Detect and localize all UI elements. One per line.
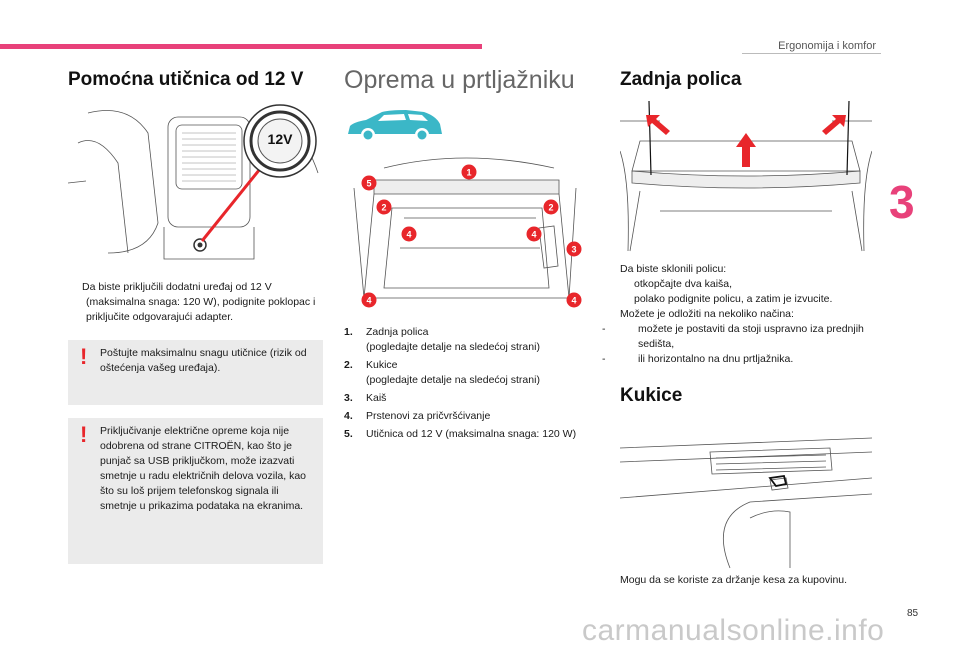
- shelf-intro: Da biste sklonili policu:: [620, 263, 727, 275]
- arrow-up-left-icon: [646, 115, 670, 135]
- marker-4-left-upper: [401, 226, 417, 242]
- socket-instruction-text: Da biste priključili dodatni uređaj od 1…: [82, 281, 316, 323]
- arrow-up-icon: [736, 133, 756, 167]
- marker-label: 4: [366, 296, 371, 306]
- marker-label: 5: [366, 179, 371, 189]
- marker-2-left: [376, 199, 392, 215]
- trunk-equipment-list: 1.Zadnja polica(pogledajte detalje na sl…: [344, 325, 584, 445]
- marker-2-right: [543, 199, 559, 215]
- header-rule: [742, 53, 881, 54]
- marker-label: 4: [571, 296, 576, 306]
- marker-1: [461, 164, 477, 180]
- marker-4-right-upper: [526, 226, 542, 242]
- marker-label: 2: [548, 203, 553, 213]
- arrow-up-right-icon: [822, 115, 846, 135]
- section-title: Ergonomija i komfor: [778, 40, 876, 52]
- header-accent-bar: [0, 44, 482, 49]
- socket-badge-label: 12V: [267, 131, 293, 147]
- warning-note-equipment-text: Priključivanje električne opreme koja ni…: [100, 425, 307, 512]
- list-item: 1.Zadnja polica(pogledajte detalje na sl…: [344, 326, 540, 353]
- marker-4-left-lower: [361, 292, 377, 308]
- list-item: polako podignite policu, a zatim je izvu…: [634, 293, 833, 305]
- warning-note-equipment: ! Priključivanje električne opreme koja …: [68, 418, 323, 564]
- list-item: -možete je postaviti da stoji uspravno i…: [602, 323, 864, 350]
- marker-label: 3: [571, 245, 576, 255]
- trunk-illustration: 1 5 2 2 4 4 3 4 4: [344, 148, 584, 316]
- shelf-title: Zadnja polica: [620, 69, 742, 90]
- marker-label: 2: [381, 203, 386, 213]
- watermark: carmanualsonline.info: [582, 614, 885, 647]
- marker-3: [566, 241, 582, 257]
- warning-icon: !: [80, 344, 88, 369]
- marker-label: 4: [531, 230, 536, 240]
- trunk-title: Oprema u prtljažniku: [344, 66, 575, 94]
- chapter-number: 3: [889, 176, 915, 228]
- marker-5: [361, 175, 377, 191]
- marker-label: 4: [406, 230, 411, 240]
- marker-4-right-lower: [566, 292, 582, 308]
- warning-note-power-text: Poštujte maksimalnu snagu utičnice (rizi…: [100, 347, 307, 374]
- hooks-title: Kukice: [620, 385, 683, 406]
- socket-instruction: Da biste priključili dodatni uređaj od 1…: [68, 280, 323, 325]
- car-silhouette-icon: [348, 110, 442, 142]
- list-item: 3.Kaiš: [344, 392, 387, 404]
- list-item: -ili horizontalno na dnu prtljažnika.: [602, 353, 794, 365]
- hooks-text: Mogu da se koriste za držanje kesa za ku…: [620, 574, 848, 586]
- list-item: otkopčajte dva kaiša,: [634, 278, 733, 290]
- socket-illustration: [68, 103, 324, 269]
- shelf-illustration: [620, 101, 872, 253]
- list-item: 4.Prstenovi za pričvršćivanje: [344, 410, 491, 422]
- socket-title: Pomoćna utičnica od 12 V: [68, 69, 304, 90]
- list-item: 2.Kukice(pogledajte detalje na sledećoj …: [344, 359, 540, 386]
- shelf-instructions: Da biste sklonili policu: otkopčajte dva…: [602, 262, 875, 367]
- marker-label: 1: [466, 168, 471, 178]
- list-item: 5.Utičnica od 12 V (maksimalna snaga: 12…: [344, 428, 577, 440]
- hooks-illustration: [620, 418, 872, 570]
- shelf-ways: Možete je odložiti na nekoliko načina:: [620, 308, 794, 320]
- warning-note-power: ! Poštujte maksimalnu snagu utičnice (ri…: [68, 340, 323, 405]
- warning-icon: !: [80, 422, 88, 447]
- page-number: 85: [907, 608, 919, 619]
